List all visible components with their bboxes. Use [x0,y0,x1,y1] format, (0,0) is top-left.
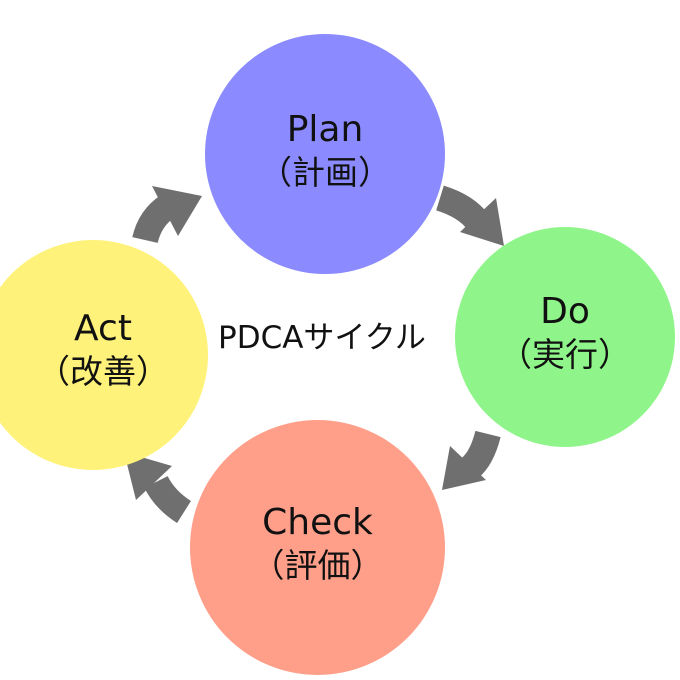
arrow-check-to-act-shaft [144,475,192,523]
arrow-plan-to-do-head [460,198,504,246]
arrow-act-to-plan [132,186,202,244]
arrow-plan-to-do-shaft [435,185,489,231]
arrow-act-to-plan-head [152,186,202,236]
node-plan-label: Plan [286,108,364,150]
node-act-sublabel: （改善） [37,351,169,391]
node-do: Do （実行） [455,227,675,447]
node-act: Act （改善） [0,240,208,470]
node-act-label: Act [74,307,132,349]
arrow-do-to-check-shaft [461,430,501,478]
node-check-label: Check [262,502,373,544]
arrow-do-to-check-head [442,446,486,490]
arrow-do-to-check [442,430,501,490]
node-do-sublabel: （実行） [499,334,631,374]
arrow-plan-to-do [435,185,504,246]
arrow-check-to-act-head [124,452,172,500]
node-plan-sublabel: （計画） [259,152,391,192]
arrow-check-to-act [124,452,192,523]
arrow-act-to-plan-shaft [132,195,176,244]
node-do-label: Do [540,290,590,332]
node-check: Check （評価） [190,420,445,675]
node-check-sublabel: （評価） [251,546,384,586]
node-plan: Plan （計画） [205,34,445,274]
diagram-title: PDCAサイクル [218,320,426,356]
